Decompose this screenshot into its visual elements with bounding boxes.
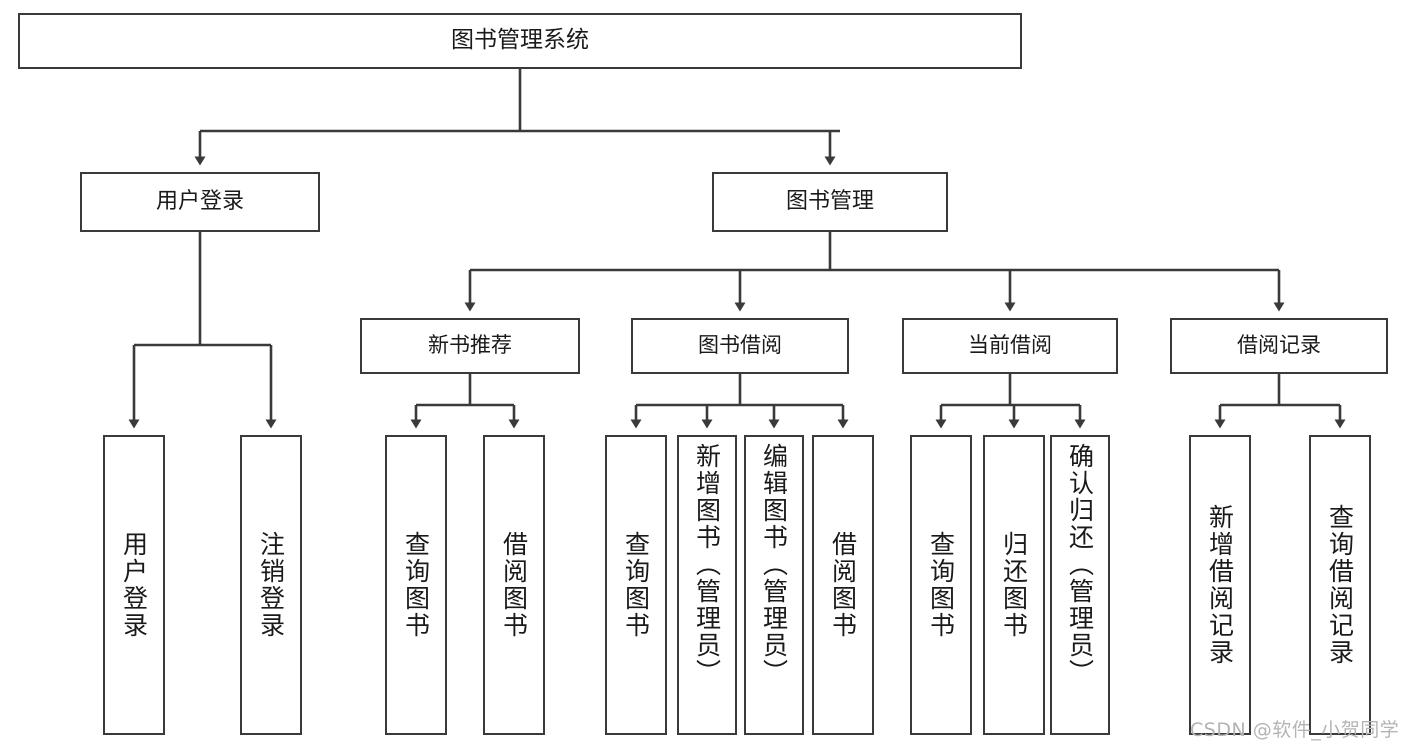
leaf-user-login[interactable]: 用户登录: [103, 435, 165, 735]
leaf-edit-book-admin[interactable]: 编辑图书（管理员）: [744, 435, 804, 735]
leaf-user-login-label: 用户登录: [119, 531, 149, 639]
leaf-add-book-admin-label: 新增图书（管理员）: [692, 443, 722, 686]
node-current-borrow[interactable]: 当前借阅: [902, 318, 1118, 374]
leaf-confirm-return-admin[interactable]: 确认归还（管理员）: [1050, 435, 1110, 735]
csdn-watermark: CSDN @软件_小贺同学: [1190, 719, 1400, 741]
node-current-borrow-label: 当前借阅: [968, 333, 1052, 358]
node-book-management[interactable]: 图书管理: [712, 172, 948, 232]
leaf-query-book-borrow-label: 查询图书: [621, 531, 651, 639]
leaf-return-book[interactable]: 归还图书: [983, 435, 1045, 735]
node-borrow-record-label: 借阅记录: [1237, 333, 1321, 358]
leaf-borrow-book-label: 借阅图书: [828, 531, 858, 639]
leaf-edit-book-admin-label: 编辑图书（管理员）: [759, 443, 789, 686]
leaf-query-book-current[interactable]: 查询图书: [910, 435, 972, 735]
leaf-query-book-recommend-label: 查询图书: [401, 531, 431, 639]
leaf-query-book-recommend[interactable]: 查询图书: [385, 435, 447, 735]
node-borrow-record[interactable]: 借阅记录: [1170, 318, 1388, 374]
leaf-borrow-book[interactable]: 借阅图书: [812, 435, 874, 735]
leaf-add-book-admin[interactable]: 新增图书（管理员）: [677, 435, 737, 735]
leaf-query-book-current-label: 查询图书: [926, 531, 956, 639]
node-new-book-recommend-label: 新书推荐: [428, 333, 512, 358]
leaf-add-borrow-record[interactable]: 新增借阅记录: [1189, 435, 1251, 735]
leaf-logout-label: 注销登录: [256, 531, 286, 639]
leaf-borrow-book-recommend-label: 借阅图书: [499, 531, 529, 639]
leaf-query-book-borrow[interactable]: 查询图书: [605, 435, 667, 735]
node-book-borrow[interactable]: 图书借阅: [631, 318, 849, 374]
node-user-login[interactable]: 用户登录: [80, 172, 320, 232]
node-book-borrow-label: 图书借阅: [698, 333, 782, 358]
leaf-add-borrow-record-label: 新增借阅记录: [1205, 504, 1235, 666]
node-user-login-label: 用户登录: [155, 188, 244, 214]
node-root[interactable]: 图书管理系统: [18, 13, 1022, 69]
leaf-confirm-return-admin-label: 确认归还（管理员）: [1065, 443, 1095, 686]
leaf-return-book-label: 归还图书: [999, 531, 1029, 639]
node-book-management-label: 图书管理: [785, 188, 874, 214]
leaf-query-borrow-record[interactable]: 查询借阅记录: [1309, 435, 1371, 735]
leaf-query-borrow-record-label: 查询借阅记录: [1325, 504, 1355, 666]
node-root-label: 图书管理系统: [451, 27, 589, 54]
leaf-logout[interactable]: 注销登录: [240, 435, 302, 735]
leaf-borrow-book-recommend[interactable]: 借阅图书: [483, 435, 545, 735]
node-new-book-recommend[interactable]: 新书推荐: [360, 318, 580, 374]
